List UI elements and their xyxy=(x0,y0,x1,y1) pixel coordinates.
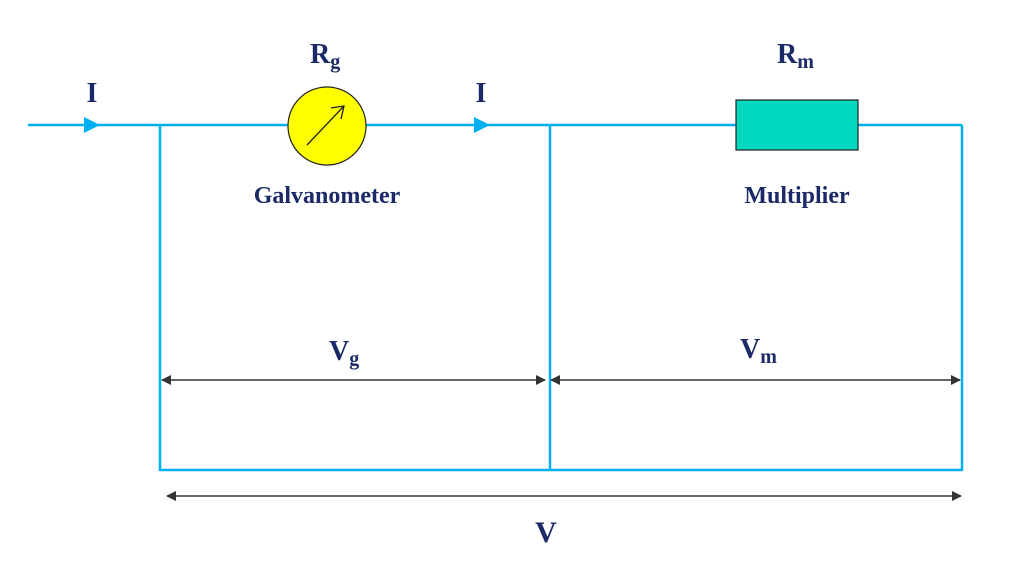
current-label-mid: I xyxy=(476,78,487,109)
current-arrow-in xyxy=(84,117,100,133)
circuit-wires xyxy=(28,123,964,472)
vm-label: Vm xyxy=(740,334,777,368)
galvanometer-symbol xyxy=(287,86,367,166)
current-label-in: I xyxy=(87,78,98,109)
rg-label: Rg xyxy=(310,39,340,73)
vg-label: Vg xyxy=(329,336,359,370)
v-total-label: V xyxy=(535,516,557,549)
needle-arrow-icon xyxy=(306,105,345,146)
multiplier-resistor xyxy=(735,99,859,151)
current-arrow-mid xyxy=(474,117,490,133)
galvanometer-label: Galvanometer xyxy=(254,183,401,209)
dimension-arrows xyxy=(161,375,962,501)
rm-label: Rm xyxy=(777,39,814,73)
multiplier-label: Multiplier xyxy=(744,183,850,209)
